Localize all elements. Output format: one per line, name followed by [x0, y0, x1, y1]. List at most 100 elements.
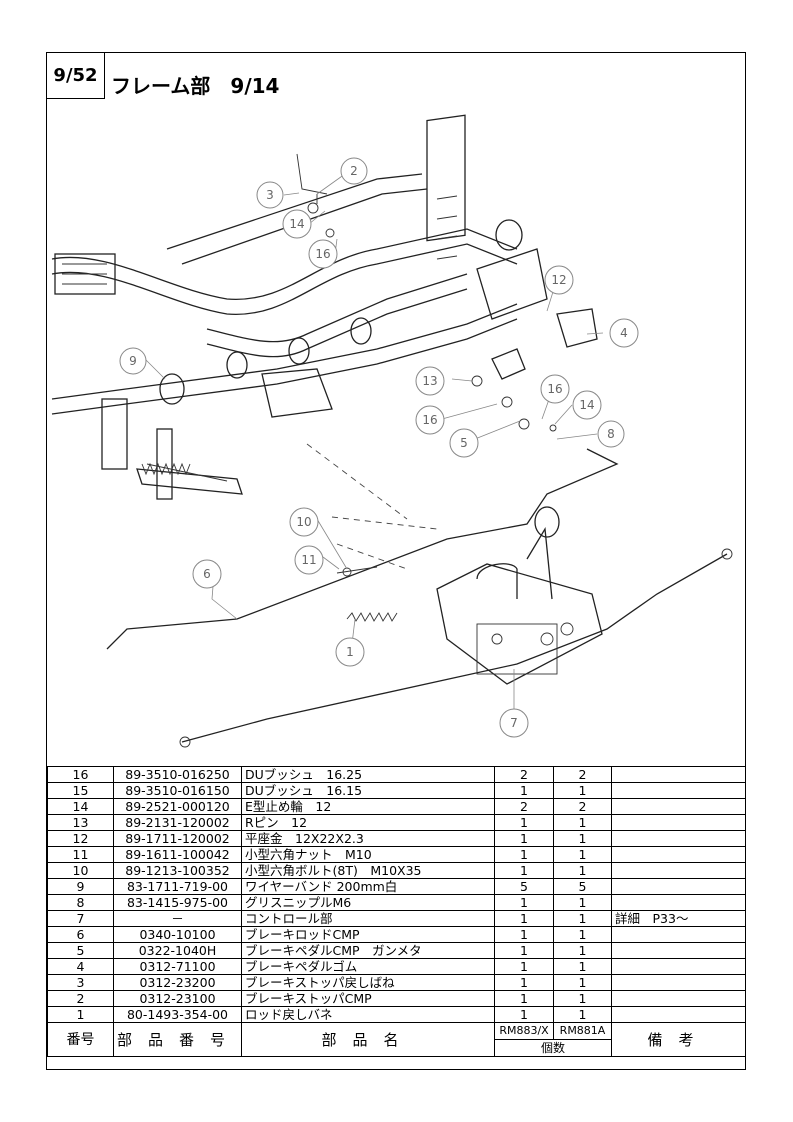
callout-7: 7: [499, 708, 529, 738]
cell-qty-a: 1: [494, 814, 554, 831]
header-remarks: 備考: [611, 1022, 746, 1057]
cell-qty-a: 2: [494, 766, 554, 783]
cell-part-no: 89-2521-000120: [113, 798, 242, 815]
cell-no: 12: [47, 830, 114, 847]
cell-no: 7: [47, 910, 114, 927]
cell-qty-b: 1: [553, 990, 612, 1007]
cell-name: ワイヤーバンド 200mm白: [241, 878, 495, 895]
cell-no: 13: [47, 814, 114, 831]
callout-12: 12: [544, 265, 574, 295]
svg-text:14: 14: [289, 217, 304, 231]
svg-text:10: 10: [296, 515, 311, 529]
svg-text:6: 6: [203, 567, 211, 581]
cell-name: 小型六角ナット M10: [241, 846, 495, 863]
callout-11: 11: [294, 545, 324, 575]
cell-no: 8: [47, 894, 114, 911]
cell-name: 小型六角ボルト(8T) M10X35: [241, 862, 495, 879]
header-model-a: RM883/X: [494, 1022, 554, 1040]
cell-part-no: 89-2131-120002: [113, 814, 242, 831]
callout-2: 2: [340, 157, 368, 185]
cell-remarks: [611, 782, 746, 799]
cell-no: 1: [47, 1006, 114, 1023]
cell-remarks: [611, 798, 746, 815]
cell-name: ブレーキストッパ戻しばね: [241, 974, 495, 991]
leader-lines: [144, 173, 604, 709]
svg-text:5: 5: [460, 436, 468, 450]
wire-bands: [159, 219, 523, 405]
cell-part-no: 89-1213-100352: [113, 862, 242, 879]
cell-part-no: 83-1415-975-00: [113, 894, 242, 911]
cell-part-no: 80-1493-354-00: [113, 1006, 242, 1023]
linkage-rod: [181, 553, 728, 743]
cell-name: ブレーキロッドCMP: [241, 926, 495, 943]
callout-3: 3: [256, 181, 284, 209]
brake-rod: [106, 448, 619, 650]
cell-part-no: 89-3510-016150: [113, 782, 242, 799]
cell-remarks: [611, 1006, 746, 1023]
cell-name: DUブッシュ 16.25: [241, 766, 495, 783]
frame-drawing: [51, 114, 548, 500]
cell-qty-a: 1: [494, 1006, 554, 1023]
cell-remarks: [611, 942, 746, 959]
svg-text:1: 1: [346, 645, 354, 659]
cell-remarks: [611, 846, 746, 863]
callout-6: 6: [192, 559, 222, 589]
svg-text:16: 16: [422, 413, 437, 427]
cell-part-no: 0312-23200: [113, 974, 242, 991]
section-title: フレーム部 9/14: [111, 74, 280, 98]
header-name: 部品名: [241, 1022, 495, 1057]
svg-text:12: 12: [551, 273, 566, 287]
exploded-parts-diagram: 3 2 14 16 9 12 4 13 16 16 5 14 8 10 11 6…: [51, 114, 733, 748]
cell-qty-b: 1: [553, 782, 612, 799]
svg-text:16: 16: [547, 382, 562, 396]
cell-no: 2: [47, 990, 114, 1007]
cell-remarks: [611, 830, 746, 847]
callout-16a: 16: [540, 374, 570, 404]
cell-no: 15: [47, 782, 114, 799]
cell-qty-b: 1: [553, 926, 612, 943]
cell-remarks: [611, 958, 746, 975]
callout-5: 5: [449, 428, 479, 458]
cell-qty-b: 2: [553, 766, 612, 783]
cell-part-no: 0312-23100: [113, 990, 242, 1007]
callout-1: 1: [335, 637, 365, 667]
cell-qty-b: 1: [553, 958, 612, 975]
cell-part-no: 0340-10100: [113, 926, 242, 943]
cell-qty-b: 1: [553, 846, 612, 863]
cell-qty-a: 1: [494, 910, 554, 927]
cell-part-no: 0312-71100: [113, 958, 242, 975]
cell-part-no: 89-1611-100042: [113, 846, 242, 863]
cell-no: 3: [47, 974, 114, 991]
cell-qty-a: 1: [494, 894, 554, 911]
svg-text:13: 13: [422, 374, 437, 388]
cell-name: DUブッシュ 16.15: [241, 782, 495, 799]
cell-qty-b: 1: [553, 1006, 612, 1023]
cell-qty-a: 1: [494, 990, 554, 1007]
header-model-b: RM881A: [553, 1022, 612, 1040]
cell-remarks: [611, 894, 746, 911]
cell-name: コントロール部: [241, 910, 495, 927]
cell-remarks: [611, 990, 746, 1007]
header-no: 番号: [47, 1022, 114, 1057]
cell-remarks: [611, 878, 746, 895]
callout-14: 14: [282, 209, 312, 239]
cell-name: ブレーキストッパCMP: [241, 990, 495, 1007]
cell-qty-a: 1: [494, 782, 554, 799]
cell-no: 5: [47, 942, 114, 959]
cell-name: ブレーキペダルCMP ガンメタ: [241, 942, 495, 959]
svg-text:9: 9: [129, 354, 137, 368]
cell-qty-a: 1: [494, 942, 554, 959]
return-spring: [346, 612, 398, 622]
cell-qty-b: 1: [553, 910, 612, 927]
cell-part-no: 0322-1040H: [113, 942, 242, 959]
callout-10: 10: [289, 507, 319, 537]
cell-remarks: [611, 862, 746, 879]
